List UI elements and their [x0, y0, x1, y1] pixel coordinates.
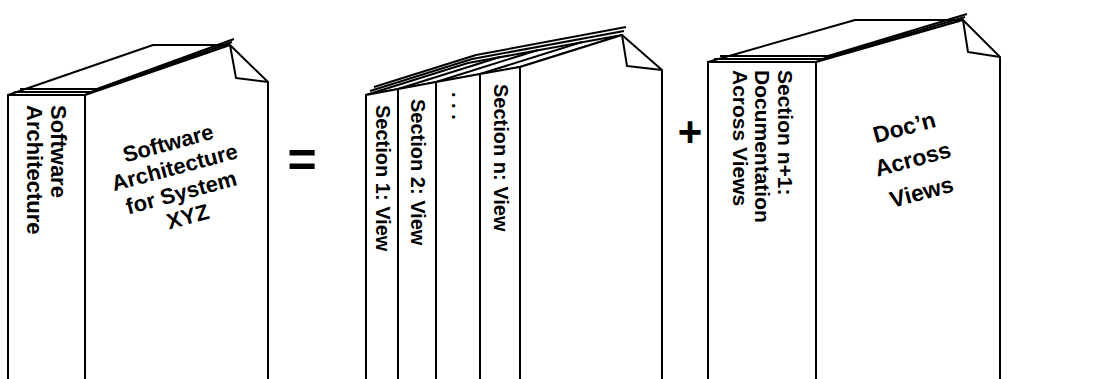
plus-sign: +	[678, 111, 703, 153]
section-tab: Section 2: View	[398, 0, 436, 379]
document-book: Software ArchitectureSoftware Architectu…	[8, 0, 270, 379]
section-label: Section 2: View	[406, 99, 428, 245]
section-tab: Section 1: View	[366, 0, 398, 379]
folded-corner	[963, 20, 1000, 57]
folded-corner	[622, 35, 662, 70]
spine-title: Section n+1: Documentation Across Views	[728, 70, 796, 248]
section-tab: . . .	[436, 0, 480, 379]
equals-sign: =	[287, 135, 316, 185]
section-label: Section 1: View	[371, 105, 393, 251]
section-tab: Section n: View	[480, 0, 520, 379]
book-cover	[85, 45, 268, 379]
spine-title: Software Architecture	[23, 105, 71, 235]
node-outline	[436, 0, 480, 379]
folded-corner	[230, 45, 268, 82]
tab-outline	[436, 74, 480, 379]
document-book: Section n+1: Documentation Across ViewsD…	[708, 0, 1002, 379]
book-cover	[816, 20, 1000, 379]
section-label: . . .	[447, 92, 469, 120]
book-spine	[708, 62, 816, 379]
tab-outline	[480, 67, 520, 379]
book-spine	[8, 95, 85, 379]
stack-cover-page	[520, 35, 662, 379]
tab-outline	[366, 89, 398, 379]
section-label: Section n: View	[489, 84, 511, 231]
tab-outline	[398, 82, 436, 379]
